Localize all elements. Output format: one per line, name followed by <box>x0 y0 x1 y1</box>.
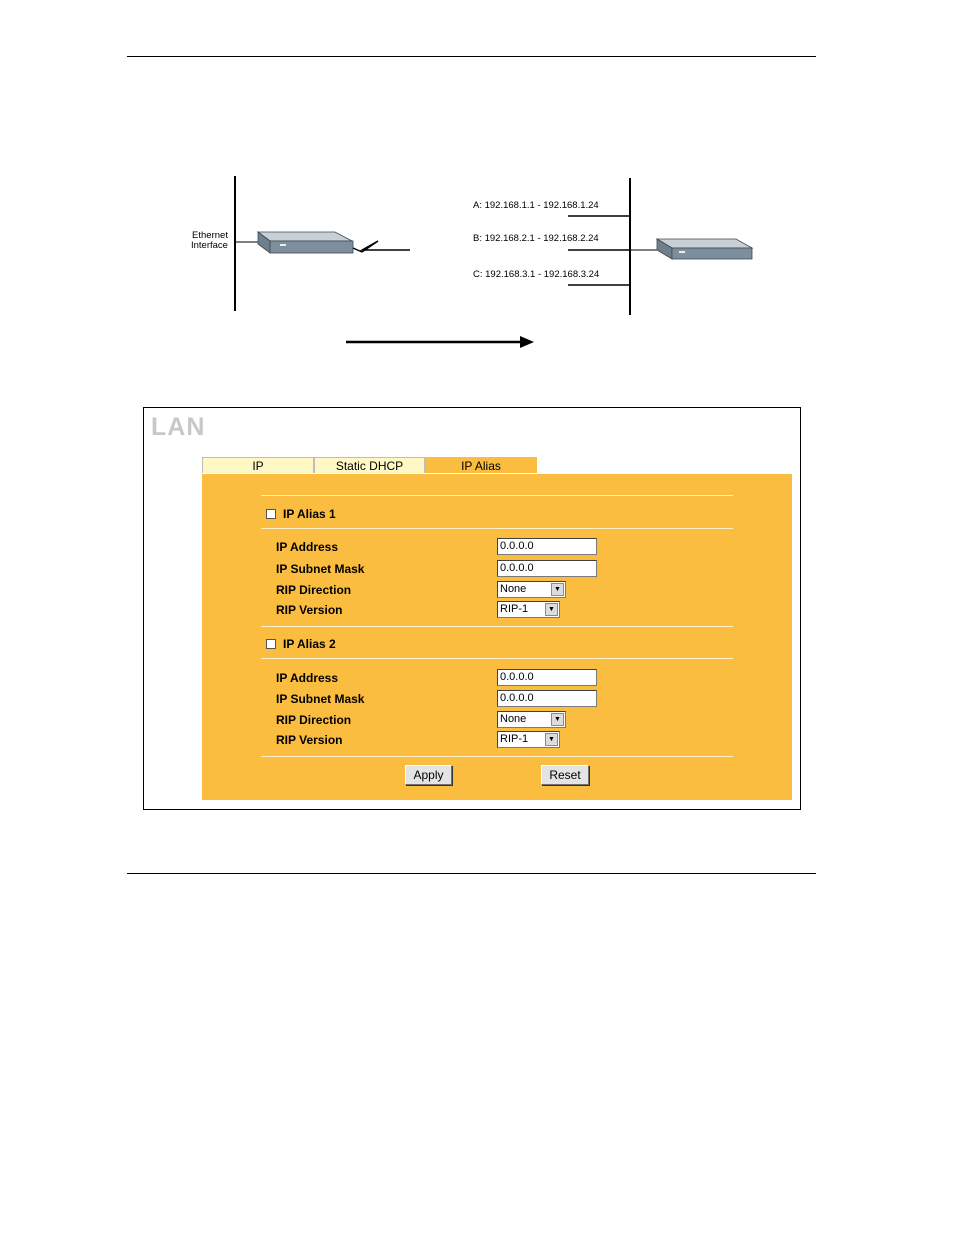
ip-alias-2-label: IP Alias 2 <box>283 637 336 651</box>
network-b-label: B: 192.168.2.1 - 192.168.2.24 <box>473 233 599 244</box>
ip-alias-1-rip-direction-select[interactable]: None ▼ <box>497 581 566 598</box>
rip-direction-value: None <box>500 583 527 595</box>
ip-alias-2-rip-version-select[interactable]: RIP-1 ▼ <box>497 731 560 748</box>
lan-panel: LAN IP Static DHCP IP Alias IP Alias 1 I… <box>143 407 801 810</box>
wan-link <box>352 240 410 253</box>
ip-alias-1-rip-version-select[interactable]: RIP-1 ▼ <box>497 601 560 618</box>
ip-alias-1-checkbox[interactable] <box>266 509 276 519</box>
subnet-mask-label: IP Subnet Mask <box>276 692 365 706</box>
ethernet-label-line2: Interface <box>191 240 228 251</box>
rip-version-label: RIP Version <box>276 733 343 747</box>
ip-alias-form: IP Alias 1 IP Address 0.0.0.0 IP Subnet … <box>202 474 792 800</box>
network-c-label: C: 192.168.3.1 - 192.168.3.24 <box>473 269 600 280</box>
rip-direction-label: RIP Direction <box>276 713 352 727</box>
ip-alias-1-subnet-mask-input[interactable]: 0.0.0.0 <box>497 560 597 577</box>
router-icon <box>256 231 354 254</box>
network-a-label: A: 192.168.1.1 - 192.168.1.24 <box>473 200 599 211</box>
tab-ip[interactable]: IP <box>202 457 314 473</box>
tab-ip-alias[interactable]: IP Alias <box>425 457 537 473</box>
divider <box>261 626 733 627</box>
rip-version-label: RIP Version <box>276 603 343 617</box>
divider <box>261 756 733 757</box>
chevron-down-icon[interactable]: ▼ <box>545 733 558 746</box>
rip-direction-label: RIP Direction <box>276 583 352 597</box>
ip-alias-1-ip-address-input[interactable]: 0.0.0.0 <box>497 538 597 555</box>
ip-address-label: IP Address <box>276 671 339 685</box>
rip-version-value: RIP-1 <box>500 603 529 615</box>
tab-static-dhcp[interactable]: Static DHCP <box>314 457 425 473</box>
ethernet-label: Ethernet Interface <box>191 231 228 251</box>
ethernet-label-line1: Ethernet <box>192 230 228 241</box>
divider <box>261 658 733 659</box>
rip-direction-value: None <box>500 713 527 725</box>
ip-alias-1-label: IP Alias 1 <box>283 507 336 521</box>
ip-alias-2-rip-direction-select[interactable]: None ▼ <box>497 711 566 728</box>
device-icon <box>655 238 754 260</box>
rip-version-value: RIP-1 <box>500 733 529 745</box>
chevron-down-icon[interactable]: ▼ <box>545 603 558 616</box>
reset-button[interactable]: Reset <box>541 765 589 785</box>
ip-alias-2-checkbox[interactable] <box>266 639 276 649</box>
ip-alias-diagram <box>234 176 754 348</box>
footer-rule <box>127 873 816 874</box>
panel-title: LAN <box>151 413 206 441</box>
divider <box>261 495 733 496</box>
header-rule <box>127 56 816 57</box>
ip-alias-2-subnet-mask-input[interactable]: 0.0.0.0 <box>497 690 597 707</box>
ip-address-label: IP Address <box>276 540 339 554</box>
chevron-down-icon[interactable]: ▼ <box>551 583 564 596</box>
chevron-down-icon[interactable]: ▼ <box>551 713 564 726</box>
subnet-mask-label: IP Subnet Mask <box>276 562 365 576</box>
arrow-head-icon <box>520 336 534 348</box>
apply-button[interactable]: Apply <box>405 765 452 785</box>
ip-alias-2-ip-address-input[interactable]: 0.0.0.0 <box>497 669 597 686</box>
divider <box>261 528 733 529</box>
